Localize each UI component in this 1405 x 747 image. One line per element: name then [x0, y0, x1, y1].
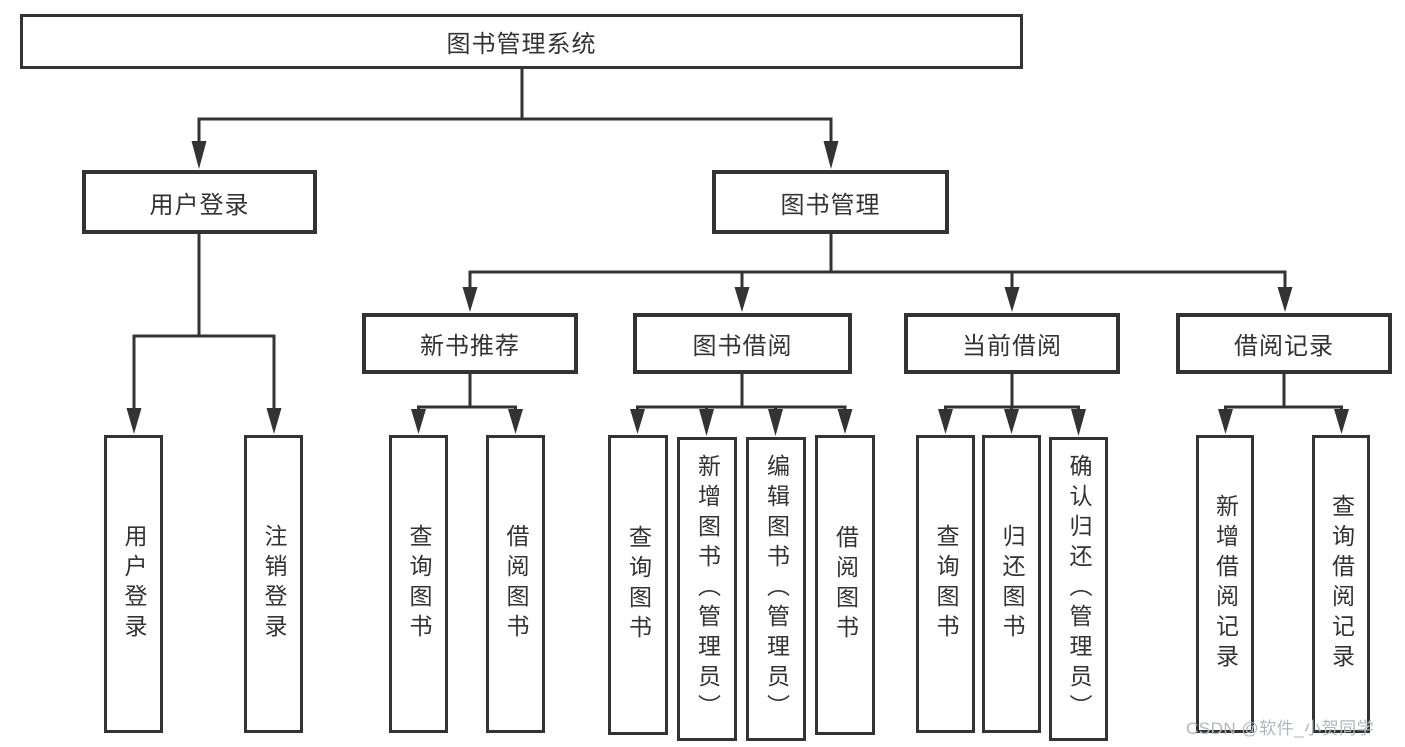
edge-current-borrow-to-leaves [938, 372, 1086, 436]
leaf-edit-books-admin-label: 编辑图书（管理员） [763, 454, 790, 724]
edge-borrow-records-to-leaves [1218, 372, 1349, 434]
leaf-add-books-admin: 新增图书（管理员） [677, 437, 737, 741]
leaf-add-borrow-record: 新增借阅记录 [1196, 435, 1254, 733]
node-new-book-recommend-label: 新书推荐 [420, 333, 520, 360]
node-borrowing-records: 借阅记录 [1176, 313, 1392, 374]
leaf-query-borrow-record: 查询借阅记录 [1312, 435, 1370, 733]
node-current-borrowing-label: 当前借阅 [962, 333, 1062, 360]
leaf-query-books-recommend: 查询图书 [389, 435, 448, 733]
leaf-logout: 注销登录 [244, 435, 303, 733]
node-book-management: 图书管理 [712, 170, 949, 234]
node-current-borrowing: 当前借阅 [904, 313, 1120, 374]
edge-new-book-rec-to-leaves [411, 372, 523, 434]
leaf-return-books: 归还图书 [982, 435, 1041, 733]
leaf-borrow-books-recommend-label: 借阅图书 [503, 524, 529, 644]
leaf-borrow-books-recommend: 借阅图书 [486, 435, 545, 733]
leaf-borrow-books-label: 借阅图书 [832, 525, 859, 645]
node-user-login-label: 用户登录 [149, 191, 250, 219]
leaf-return-books-label: 归还图书 [999, 524, 1025, 644]
node-book-borrowing: 图书借阅 [633, 313, 852, 374]
leaf-query-borrow-record-label: 查询借阅记录 [1328, 494, 1355, 674]
edge-user-login-to-leaves [126, 232, 282, 434]
node-new-book-recommend: 新书推荐 [362, 313, 578, 374]
leaf-query-books-current-label: 查询图书 [933, 524, 959, 644]
leaf-borrow-books: 借阅图书 [815, 435, 875, 735]
leaf-user-login-label: 用户登录 [121, 524, 147, 644]
leaf-query-books-borrow-label: 查询图书 [625, 525, 652, 645]
leaf-query-books-recommend-label: 查询图书 [406, 524, 432, 644]
node-book-management-label: 图书管理 [780, 191, 881, 219]
node-borrowing-records-label: 借阅记录 [1234, 333, 1334, 360]
edge-book-borrow-to-leaves [630, 372, 853, 436]
leaf-confirm-return-admin-label: 确认归还（管理员） [1066, 454, 1092, 724]
leaf-user-login: 用户登录 [104, 435, 163, 733]
csdn-watermark: CSDN @软件_小贺同学 [1186, 719, 1375, 738]
edge-book-mgmt-to-level2 [462, 232, 1293, 312]
node-root-system-label: 图书管理系统 [446, 31, 597, 58]
leaf-query-books-current: 查询图书 [916, 435, 975, 733]
node-user-login: 用户登录 [82, 170, 317, 234]
edge-root-to-level1 [191, 67, 839, 169]
node-book-borrowing-label: 图书借阅 [692, 333, 793, 360]
node-root-system: 图书管理系统 [20, 14, 1023, 69]
leaf-logout-label: 注销登录 [261, 524, 287, 644]
leaf-query-books-borrow: 查询图书 [608, 435, 668, 735]
leaf-add-books-admin-label: 新增图书（管理员） [694, 454, 721, 724]
leaf-add-borrow-record-label: 新增借阅记录 [1212, 494, 1239, 674]
leaf-confirm-return-admin: 确认归还（管理员） [1049, 437, 1108, 741]
leaf-edit-books-admin: 编辑图书（管理员） [746, 437, 806, 741]
